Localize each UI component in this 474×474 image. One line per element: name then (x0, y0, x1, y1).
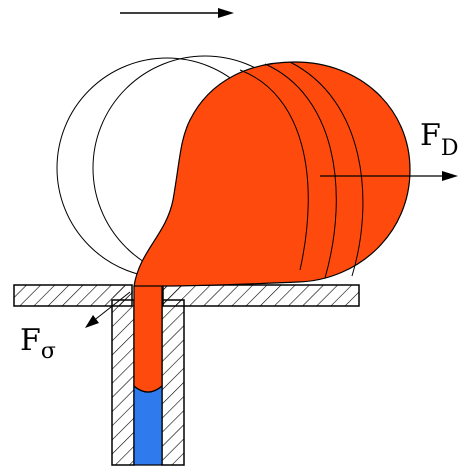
droplet-stage-arcs (239, 61, 364, 279)
flow-direction-arrow (120, 8, 234, 18)
surface-tension-label-sub: σ (41, 339, 56, 364)
liquid-column-red (134, 286, 162, 392)
hatched-plate (13, 284, 360, 466)
droplet (133, 61, 411, 287)
surface-tension-arrow (85, 291, 131, 328)
surface-tension-label-main: F (20, 323, 41, 358)
liquid-column-blue (133, 384, 163, 466)
surface-tension-label: Fσ (20, 323, 56, 364)
drag-force-arrow (320, 171, 458, 181)
drag-force-label-sub: D (441, 136, 459, 161)
drag-force-label-main: F (420, 118, 441, 153)
drag-force-label: FD (420, 118, 458, 161)
